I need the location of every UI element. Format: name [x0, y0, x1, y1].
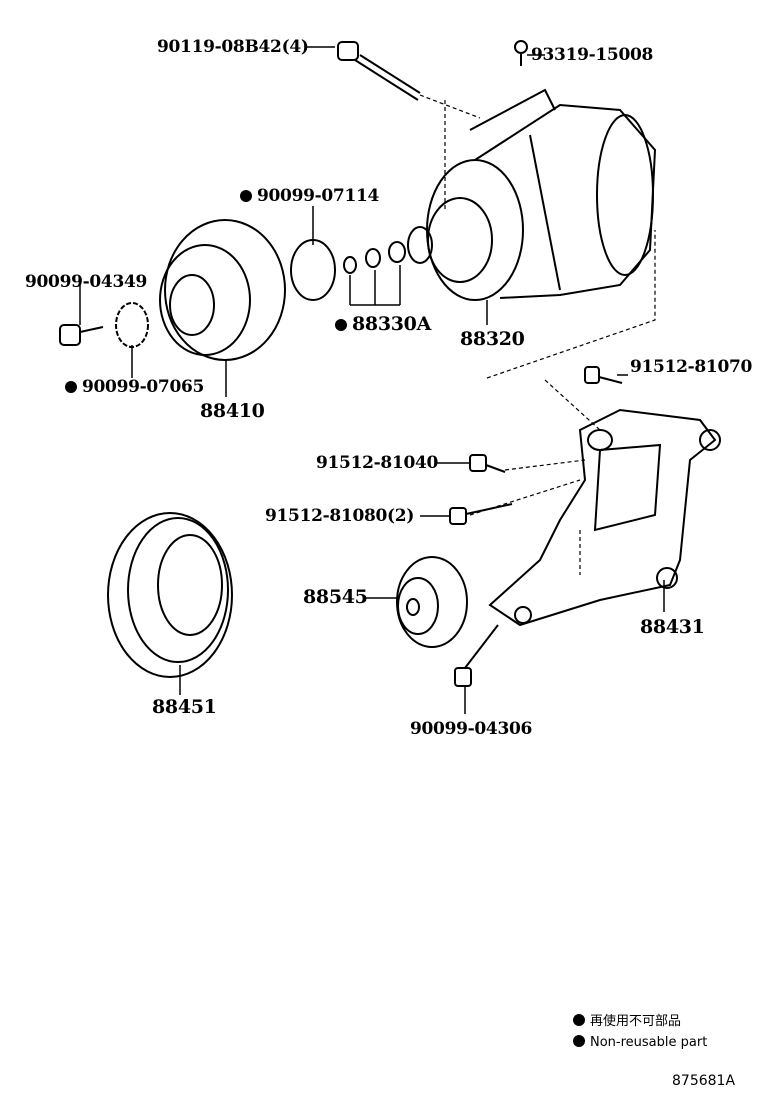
bolt-90099-04349-icon [59, 324, 104, 346]
non-reusable-marker-icon [240, 190, 252, 202]
non-reusable-marker-icon [573, 1035, 585, 1047]
legend-jp: 再使用不可部品 [573, 1012, 681, 1032]
label-pulley[interactable]: 88451 [152, 696, 217, 718]
pulley-88451-icon [107, 512, 233, 678]
idler-pulley-88545-icon [396, 556, 468, 648]
leader-lines [79, 46, 665, 714]
shims-icon [343, 241, 406, 274]
label-compressor[interactable]: 88320 [460, 328, 525, 350]
bolt-91512-81080-icon [449, 503, 513, 525]
washer-90099-07065-icon [115, 302, 149, 348]
bolt-90119-icon [337, 41, 421, 101]
label-screw-top[interactable]: 93319-15008 [531, 45, 654, 65]
label-bracket[interactable]: 88431 [640, 616, 705, 638]
non-reusable-marker-icon [335, 319, 347, 331]
clutch-88410-icon [159, 219, 286, 361]
label-text: 90099-07114 [257, 186, 380, 206]
screw-93319-icon [514, 40, 528, 66]
label-bolt-top[interactable]: 90119-08B42(4) [157, 37, 309, 57]
dashed-guides [419, 94, 656, 575]
label-bolt-bracket-top[interactable]: 91512-81070 [630, 357, 753, 377]
label-shims[interactable]: 88330A [335, 314, 431, 334]
bolt-91512-81070-icon [584, 366, 623, 384]
legend-jp-text: 再使用不可部品 [590, 1014, 682, 1029]
label-washer[interactable]: 90099-07065 [65, 377, 204, 397]
label-bolt-idler[interactable]: 90099-04306 [410, 719, 533, 739]
non-reusable-marker-icon [573, 1014, 585, 1026]
label-text: 90099-07065 [82, 377, 205, 397]
legend-en: Non-reusable part [573, 1033, 707, 1053]
label-clutch[interactable]: 88410 [200, 400, 265, 422]
compressor-88320-icon [407, 88, 657, 301]
label-text: 88330A [352, 313, 432, 335]
snap-ring-icon [290, 239, 336, 301]
label-snap-ring[interactable]: 90099-07114 [240, 186, 379, 206]
label-bolt-81080[interactable]: 91512-81080(2) [265, 506, 415, 526]
bolt-91512-81040-icon [469, 454, 506, 473]
label-idler-pulley[interactable]: 88545 [303, 586, 368, 608]
label-bolt-clutch[interactable]: 90099-04349 [25, 272, 148, 292]
label-bolt-81040[interactable]: 91512-81040 [316, 453, 439, 473]
legend-en-text: Non-reusable part [590, 1035, 708, 1050]
bolt-90099-04306-icon [454, 624, 499, 687]
non-reusable-marker-icon [65, 381, 77, 393]
diagram-code: 875681A [672, 1073, 736, 1089]
bracket-88431-icon [488, 408, 721, 627]
